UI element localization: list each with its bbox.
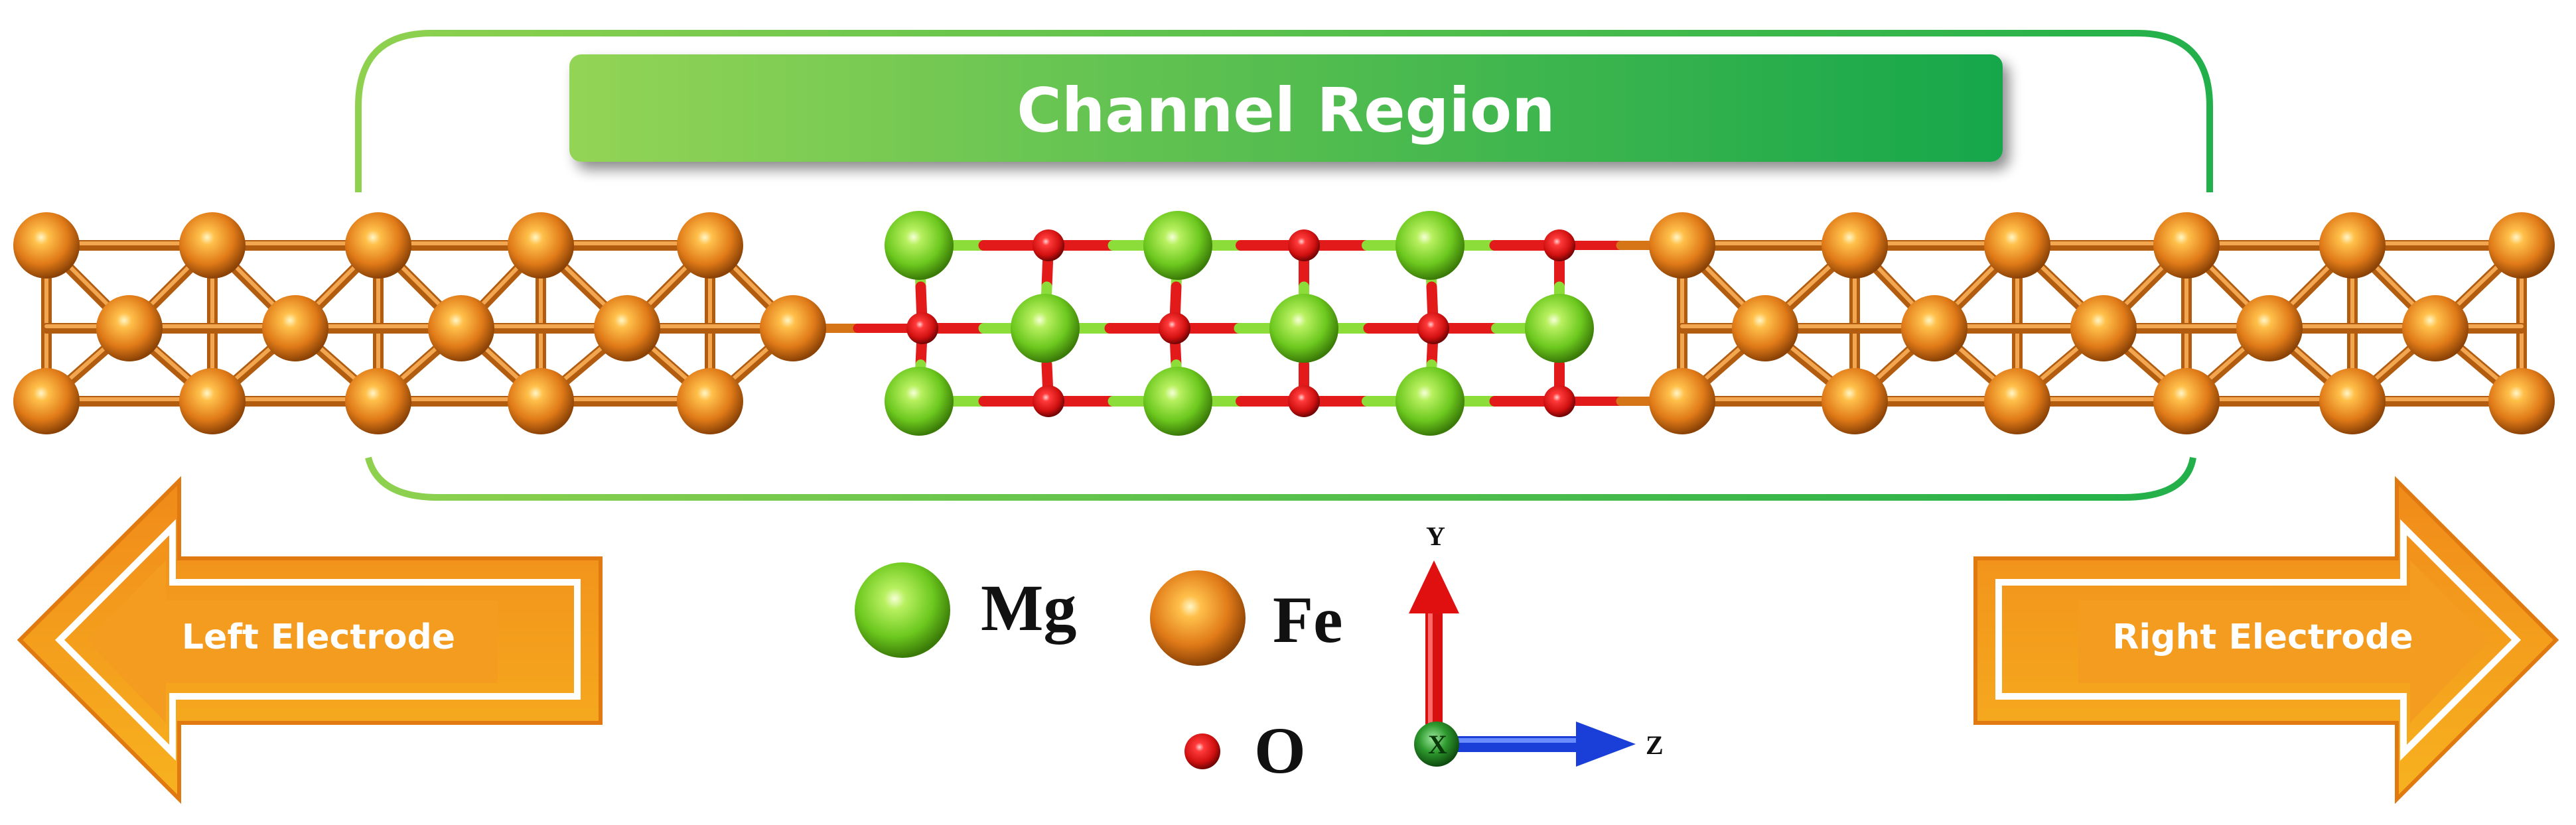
fe-atom	[677, 368, 743, 434]
mg-atom	[1269, 294, 1338, 363]
axis-x-label: X	[1428, 730, 1447, 759]
fe-atom	[2236, 295, 2303, 361]
legend-mg-label: Mg	[981, 571, 1076, 645]
fe-atom	[13, 212, 80, 279]
fe-atom	[1649, 212, 1715, 279]
fe-atom	[2402, 295, 2469, 361]
fe-atom	[1901, 295, 1968, 361]
o-atom	[1288, 385, 1320, 417]
fe-atom	[594, 295, 660, 361]
left-electrode-label: Left Electrode	[182, 617, 455, 657]
o-atom	[1543, 385, 1575, 417]
fe-atom	[1984, 368, 2050, 434]
fe-atom	[508, 368, 574, 434]
mg-atom	[1525, 294, 1594, 363]
o-atom	[1543, 229, 1575, 261]
legend-mg-sphere	[855, 562, 950, 658]
fe-atom	[2153, 368, 2220, 434]
fe-atom	[13, 368, 80, 434]
fe-atom	[179, 368, 246, 434]
mg-atom	[1011, 294, 1080, 363]
fe-atom	[179, 212, 246, 279]
legend-fe-sphere	[1150, 570, 1246, 666]
o-atom	[1288, 229, 1320, 261]
fe-atom	[2488, 212, 2555, 279]
axis-z-arrow	[1437, 722, 1636, 767]
mg-atom	[1395, 211, 1465, 280]
axis-y-label: Y	[1426, 521, 1445, 551]
fe-atom	[1984, 212, 2050, 279]
fe-atom	[345, 368, 411, 434]
fe-atom	[508, 212, 574, 279]
axis-x-marker	[1414, 722, 1459, 767]
axis-y-arrow	[1409, 560, 1459, 743]
fe-atom	[1822, 212, 1888, 279]
fe-atom	[760, 295, 826, 361]
right-electrode-arrow	[1973, 476, 2559, 804]
fe-atom	[2319, 212, 2386, 279]
fe-atom	[262, 295, 328, 361]
mg-atom	[1143, 211, 1212, 280]
axis-z-label: Z	[1646, 730, 1664, 760]
fe-atom	[2153, 212, 2220, 279]
legend-fe-label: Fe	[1273, 583, 1342, 657]
channel-region-banner	[569, 54, 2003, 162]
fe-atom	[428, 295, 494, 361]
fe-atom	[677, 212, 743, 279]
legend-o-label: O	[1254, 714, 1306, 787]
fe-atom	[345, 212, 411, 279]
mg-atom	[1143, 367, 1212, 436]
fe-atom	[1732, 295, 1798, 361]
o-atom	[1033, 229, 1064, 261]
o-atom	[906, 312, 938, 344]
fe-atom	[2488, 368, 2555, 434]
fe-atom	[1649, 368, 1715, 434]
fe-atom	[96, 295, 163, 361]
channel-region-box	[355, 30, 2213, 192]
fe-atom	[1822, 368, 1888, 434]
channel-region-box-bottom	[365, 456, 2196, 501]
atom-layer	[13, 211, 2555, 436]
left-electrode-arrow	[17, 476, 603, 804]
legend-o-sphere	[1184, 733, 1220, 769]
mg-atom	[885, 211, 954, 280]
mg-atom	[885, 367, 954, 436]
o-atom	[1417, 312, 1449, 344]
fe-atom	[2319, 368, 2386, 434]
fe-atom	[2070, 295, 2137, 361]
mg-atom	[1395, 367, 1465, 436]
channel-region-title: Channel Region	[1017, 75, 1555, 146]
right-electrode-label: Right Electrode	[2112, 617, 2413, 657]
o-atom	[1159, 312, 1190, 344]
o-atom	[1033, 385, 1064, 417]
